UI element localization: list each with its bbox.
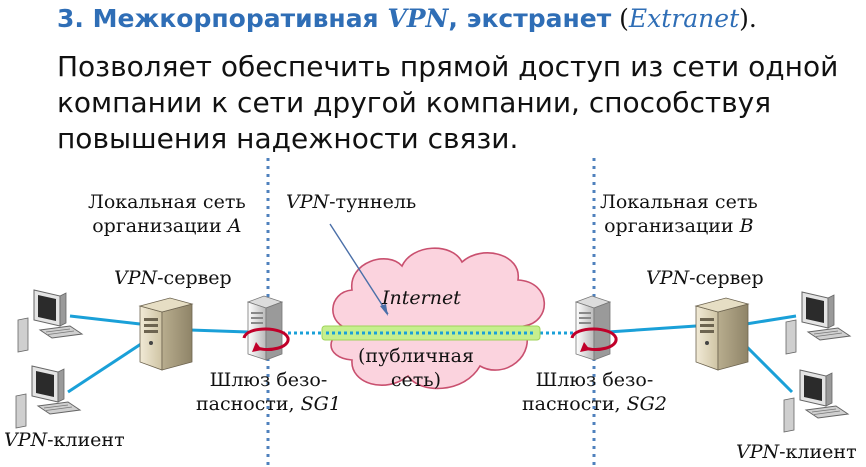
description-line-3: повышения надежности связи. [57,122,519,155]
lan-a-line-1: Локальная сеть [88,191,246,213]
vpn-client-b-label-rest: -клиент [779,441,857,463]
heading-paren-close: ). [739,4,757,33]
vpn-client-a1-icon [17,289,83,353]
description-line-1: Позволяет обеспечить прямой доступ из се… [57,50,839,83]
sg1-id: SG1 [300,393,341,415]
heading-tail: экстранет [466,4,612,33]
vpn-server-a-icon [139,297,193,371]
public-network-line-2: сеть) [390,369,442,391]
vpn-server-a-label-vpn: VPN [114,267,158,289]
link-gw-b-server [607,324,697,334]
heading-vpn: VPN [387,4,449,33]
heading-comma: , [448,4,458,33]
lan-b-letter: B [739,215,754,237]
internet-label: Internet [382,286,461,310]
vpn-server-b-label-vpn: VPN [646,267,690,289]
sg2-rotation-arrow-icon [570,327,618,352]
link-client-b2 [740,340,794,394]
heading-main: Межкорпоративная [92,4,379,33]
vpn-tunnel-label-rest: -туннель [329,191,417,213]
vpn-server-b-icon [695,297,749,371]
vpn-client-a-label: VPN-клиент [4,428,125,452]
public-network-line-1: (публичная [358,345,474,367]
internet-cloud [330,247,546,390]
vpn-server-a-label: VPN-сервер [114,266,232,290]
description-paragraph: Позволяет обеспечить прямой доступ из се… [57,49,847,157]
heading-paren-open: ( [611,4,629,33]
sg2-line-1: Шлюз безо- [535,369,654,391]
vpn-client-b-label-vpn: VPN [736,441,780,463]
vpn-client-b-label: VPN-клиент [736,440,857,464]
tunnel-pointer-arrow [329,223,389,315]
vpn-client-a-label-rest: -клиент [47,429,125,451]
slide-heading: 3. Межкорпоративная VPN, экстранет (Extr… [57,4,757,33]
vpn-tunnel-label-vpn: VPN [286,191,330,213]
sg2-line-2: пасности, [522,393,621,415]
vpn-server-b-label: VPN-сервер [646,266,764,290]
lan-b-line-2: организации [604,215,734,237]
heading-extranet: Extranet [628,4,740,33]
sg1-line-2: пасности, [196,393,295,415]
lan-a-label: Локальная сеть организации A [88,190,246,238]
sg2-id: SG2 [626,393,667,415]
link-client-a2 [67,340,145,394]
lan-b-label: Локальная сеть организации B [600,190,758,238]
vpn-client-b1-icon [785,291,851,355]
sg1-label: Шлюз безо- пасности, SG1 [196,368,341,416]
heading-number: 3. [57,4,84,33]
internet-label-text: Internet [382,287,461,309]
lan-a-letter: A [227,215,242,237]
sg1-line-1: Шлюз безо- [209,369,328,391]
lan-a-line-2: организации [92,215,222,237]
vpn-server-b-label-rest: -сервер [689,267,764,289]
lan-b-line-1: Локальная сеть [600,191,758,213]
tunnel-pointer-arrowhead [380,304,388,316]
public-network-label: (публичная сеть) [358,344,474,392]
link-client-a1 [69,314,141,326]
link-client-b1 [745,314,797,326]
sg1-rotation-arrow-icon [242,327,290,352]
link-server-gw-a [189,328,249,334]
vpn-client-a2-icon [15,365,81,429]
vpn-tunnel-label: VPN-туннель [286,190,416,214]
vpn-client-a-label-vpn: VPN [4,429,48,451]
vpn-server-a-label-rest: -сервер [157,267,232,289]
sg2-label: Шлюз безо- пасности, SG2 [522,368,667,416]
vpn-client-b2-icon [783,369,849,433]
description-line-2: компании к сети другой компании, способс… [57,86,772,119]
